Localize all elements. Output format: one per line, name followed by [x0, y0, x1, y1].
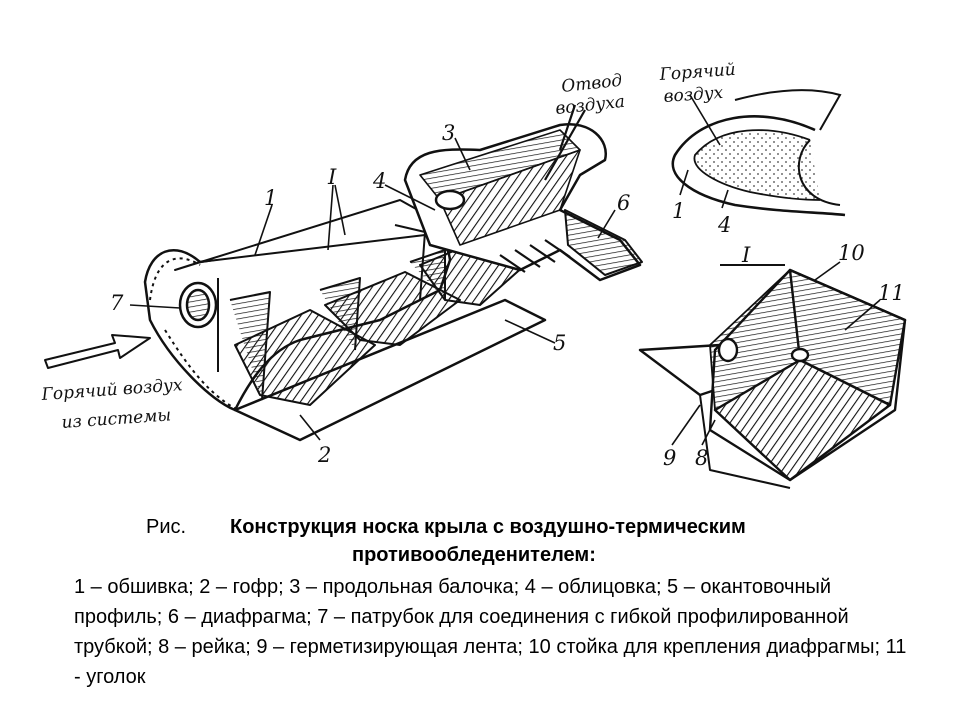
edge-profile-plate [233, 298, 547, 442]
label-hot-air-1: Горячий [658, 60, 736, 85]
diaphragm [564, 209, 643, 276]
rib-attachment-detail [638, 261, 907, 489]
callout-detail-4: 4 [717, 213, 731, 237]
corrugation-bay-1 [234, 309, 376, 406]
callout-detail-1: 1 [672, 199, 685, 223]
label-hot-air-system-1: Горячий воздух [40, 375, 184, 405]
caption-title-line1: Конструкция носка крыла с воздушно-терми… [230, 516, 746, 538]
callout-8: 8 [695, 446, 708, 470]
figure-caption: Рис. Конструкция носка крыла с воздушно-… [74, 512, 914, 692]
cross-section-detail [671, 89, 846, 266]
caption-legend: 1 – обшивка; 2 – гофр; 3 – продольная ба… [74, 576, 907, 688]
caption-prefix: Рис. [146, 516, 187, 538]
callout-6: 6 [617, 191, 630, 215]
callout-detail-I: I [741, 243, 751, 267]
label-hot-air-system-2: из системы [61, 405, 172, 433]
hot-air-inlet-arrow [44, 334, 151, 369]
callout-2: 2 [317, 443, 331, 467]
wing-leading-edge-diagram: 1 2 3 4 5 6 7 I 1 4 I 8 9 10 11 Горячий … [40, 60, 907, 489]
callout-11: 11 [878, 281, 905, 305]
callout-1: 1 [264, 186, 277, 210]
callout-5: 5 [553, 331, 566, 355]
callout-I-main: I [327, 165, 337, 189]
callout-10: 10 [838, 241, 865, 265]
caption-title-line2: противообледенителем: [352, 544, 596, 566]
callout-4: 4 [372, 169, 386, 193]
callout-7: 7 [110, 291, 124, 315]
label-hot-air-2: воздух [663, 83, 724, 107]
callout-9: 9 [663, 446, 676, 470]
main-assembly [44, 104, 643, 442]
callout-3: 3 [442, 121, 455, 145]
